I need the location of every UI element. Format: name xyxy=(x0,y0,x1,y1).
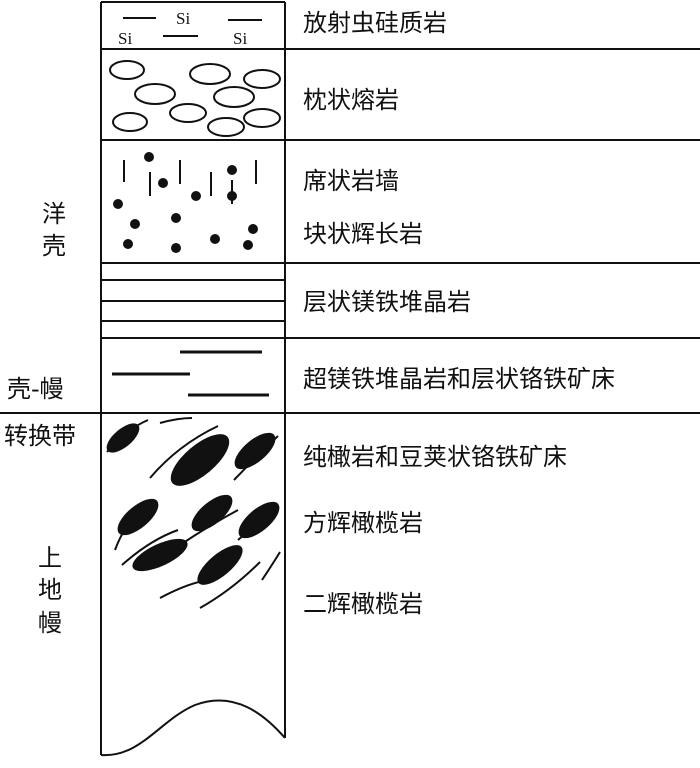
zone-label-upper-mantle: 上地幔 xyxy=(38,544,62,637)
zone-label-crust-mantle: 壳-幔 xyxy=(7,375,64,403)
label-dunite-podiform-chromite: 纯橄岩和豆荚状铬铁矿床 xyxy=(303,443,567,471)
label-ultramafic-cumulates: 超镁铁堆晶岩和层状铬铁矿床 xyxy=(303,365,615,393)
ultramafic-cumulate-pattern xyxy=(112,350,269,397)
pillow-lava-pattern xyxy=(109,60,281,137)
chromite-pod-pattern xyxy=(106,417,281,609)
dike-gabbro-pattern xyxy=(113,152,258,253)
si-symbol: Si xyxy=(176,9,190,28)
label-massive-gabbro: 块状辉长岩 xyxy=(303,220,423,248)
label-layered-mafic-cumulates: 层状镁铁堆晶岩 xyxy=(303,288,471,316)
label-sheeted-dikes: 席状岩墙 xyxy=(303,167,399,195)
label-pillow-lava: 枕状熔岩 xyxy=(303,86,399,114)
si-symbol: Si xyxy=(118,29,132,48)
si-symbol: Si xyxy=(233,29,247,48)
layered-cumulate-pattern xyxy=(101,279,285,322)
label-radiolarian-chert: 放射虫硅质岩 xyxy=(303,9,447,37)
chert-pattern: Si Si Si xyxy=(118,9,262,48)
zone-label-transition: 转换带 xyxy=(4,422,76,450)
label-lherzolite: 二辉橄榄岩 xyxy=(303,590,423,618)
label-harzburgite: 方辉橄榄岩 xyxy=(303,509,423,537)
column-broken-bottom xyxy=(100,699,286,757)
zone-label-ocean-crust: 洋壳 xyxy=(42,200,66,261)
